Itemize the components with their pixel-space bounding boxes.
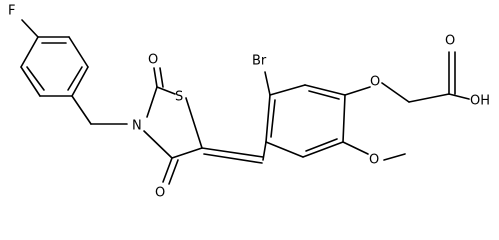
c-f-bond [21, 19, 39, 38]
molecule-structure: F Br S N O O O O O OH [8, 4, 490, 201]
methine-ring-bond [262, 141, 267, 161]
ch2-carboxyl-bond [408, 93, 450, 103]
carbonyl-top-1 [153, 67, 158, 88]
c-o-methoxy-bond [342, 141, 369, 155]
structure-canvas: F Br S N O O O O O OH [8, 3, 491, 201]
fluorophenyl-ring [20, 36, 89, 97]
ether-ch2-bond [381, 82, 410, 103]
central-benzene-ring [265, 84, 346, 158]
atom-oh: OH [470, 94, 490, 109]
exocyclic-double-1 [201, 147, 264, 158]
atom-o-carbonyl-acid: O [445, 34, 455, 49]
atom-n: N [132, 119, 142, 134]
carbonyl-top-2 [159, 67, 164, 88]
carbonyl-bottom-2 [168, 159, 179, 185]
thiazolidinedione-ring [143, 86, 203, 159]
atom-f: F [8, 4, 15, 19]
atom-o-methoxy: O [369, 153, 379, 168]
carbonyl-bottom-1 [162, 157, 173, 183]
benzyl-bond-1 [71, 95, 92, 125]
carboxyl-oh-bond [448, 93, 470, 100]
atom-br: Br [252, 54, 267, 69]
atom-o-ether: O [370, 75, 380, 90]
exocyclic-double-2 [203, 153, 263, 164]
atom-o-carbonyl-top: O [148, 53, 158, 68]
methoxy-methyl-bond [383, 153, 406, 161]
atom-s: S [175, 90, 183, 105]
c-br-bond [264, 71, 271, 96]
atom-o-carbonyl-bottom: O [155, 186, 165, 201]
c-o-ether-bond [344, 86, 371, 96]
